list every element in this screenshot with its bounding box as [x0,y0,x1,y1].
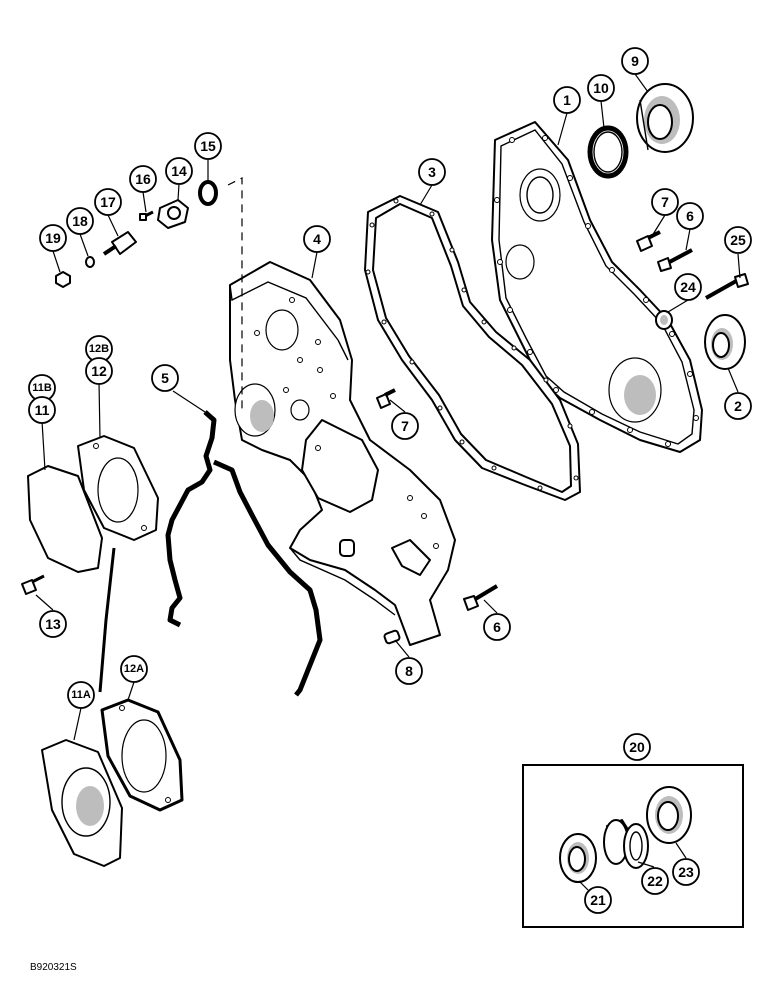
callout-19: 19 [39,224,67,252]
callout-11a: 11A [67,681,95,709]
gear-cover-part-1 [491,121,703,453]
cover-plate-part-11 [27,465,103,573]
callout-24: 24 [674,273,702,301]
callout-20: 20 [623,733,651,761]
o-ring-part-15 [198,180,218,206]
callout-12: 12 [85,357,113,385]
svg-text:12B: 12B [89,343,109,355]
svg-text:22: 22 [647,873,663,889]
svg-text:17: 17 [100,194,116,210]
svg-text:9: 9 [631,53,639,69]
callout-16: 16 [129,165,157,193]
svg-text:23: 23 [678,864,694,880]
callout-5: 5 [151,364,179,392]
washer-part-24 [655,310,673,330]
cover-plate-part-11a [41,739,123,867]
svg-text:8: 8 [405,663,413,679]
svg-text:18: 18 [72,213,88,229]
washer-part-18 [85,256,95,268]
nut-part-19 [55,271,71,288]
callout-3: 3 [418,158,446,186]
svg-text:14: 14 [171,163,187,179]
svg-text:5: 5 [161,370,169,386]
ring-part-10 [587,125,629,179]
seal-part-23 [646,786,692,844]
callout-25: 25 [724,226,752,254]
callout-1: 1 [553,86,581,114]
svg-text:21: 21 [590,892,606,908]
callout-12a: 12A [120,655,148,683]
long-bolt-part-6-lower [463,584,499,611]
callout-2: 2 [724,392,752,420]
bolt-part-25 [705,273,749,300]
seal-housing-part-9 [636,83,694,153]
separator-line [98,547,116,693]
gear-housing-part-4 [229,261,456,646]
svg-text:7: 7 [401,418,409,434]
fitting-part-17 [102,231,137,256]
screw-part-16 [139,210,154,221]
gasket-part-12 [77,435,159,541]
svg-text:12: 12 [91,363,107,379]
callout-11: 11 [28,396,56,424]
document-code: B920321S [30,962,77,973]
callout-4: 4 [303,225,331,253]
svg-text:3: 3 [428,164,436,180]
svg-text:24: 24 [680,279,696,295]
svg-text:7: 7 [661,194,669,210]
svg-text:1: 1 [563,92,571,108]
breather-dashed-guide [227,177,243,410]
callout-22: 22 [641,867,669,895]
svg-text:6: 6 [493,619,501,635]
svg-text:2: 2 [734,398,742,414]
callout-10: 10 [587,74,615,102]
housing-gasket-part-5 [165,410,323,697]
dowel-part-8 [383,629,401,645]
svg-text:11A: 11A [71,689,91,701]
callout-6-upper: 6 [676,202,704,230]
svg-text:11: 11 [35,402,50,418]
callout-9: 9 [621,47,649,75]
cover-gasket-part-3 [364,195,581,501]
svg-text:12A: 12A [124,663,144,675]
short-bolt-part-7-right [636,230,661,252]
svg-text:6: 6 [686,208,694,224]
callout-13: 13 [39,610,67,638]
short-bolt-part-7-center [376,388,396,409]
housing-bolt-holes [254,297,439,549]
svg-text:13: 13 [45,616,61,632]
callout-15: 15 [194,132,222,160]
svg-text:19: 19 [45,230,61,246]
leader-lines [35,73,741,891]
callout-14: 14 [165,157,193,185]
callout-18: 18 [66,207,94,235]
svg-text:20: 20 [629,739,645,755]
callout-8: 8 [395,657,423,685]
svg-text:16: 16 [135,171,151,187]
svg-text:15: 15 [200,138,216,154]
svg-text:10: 10 [593,80,609,96]
gear-cover-bolt-holes [494,135,699,447]
callout-17: 17 [94,188,122,216]
svg-text:11B: 11B [32,382,52,394]
callout-6-lower: 6 [483,613,511,641]
callout-23: 23 [672,858,700,886]
seal-part-21 [559,833,597,883]
callout-21: 21 [584,886,612,914]
seal-part-2 [704,314,746,370]
long-bolt-part-6-upper [657,248,693,272]
callout-7-center: 7 [391,412,419,440]
sleeve-part-22 [603,819,649,869]
callout-7-right: 7 [651,188,679,216]
gasket-part-12a [100,698,184,812]
svg-text:25: 25 [730,232,746,248]
breather-cover-part-14 [157,199,189,229]
gasket-bolt-holes [365,198,579,491]
svg-text:4: 4 [313,231,321,247]
bolt-part-13 [21,574,45,595]
